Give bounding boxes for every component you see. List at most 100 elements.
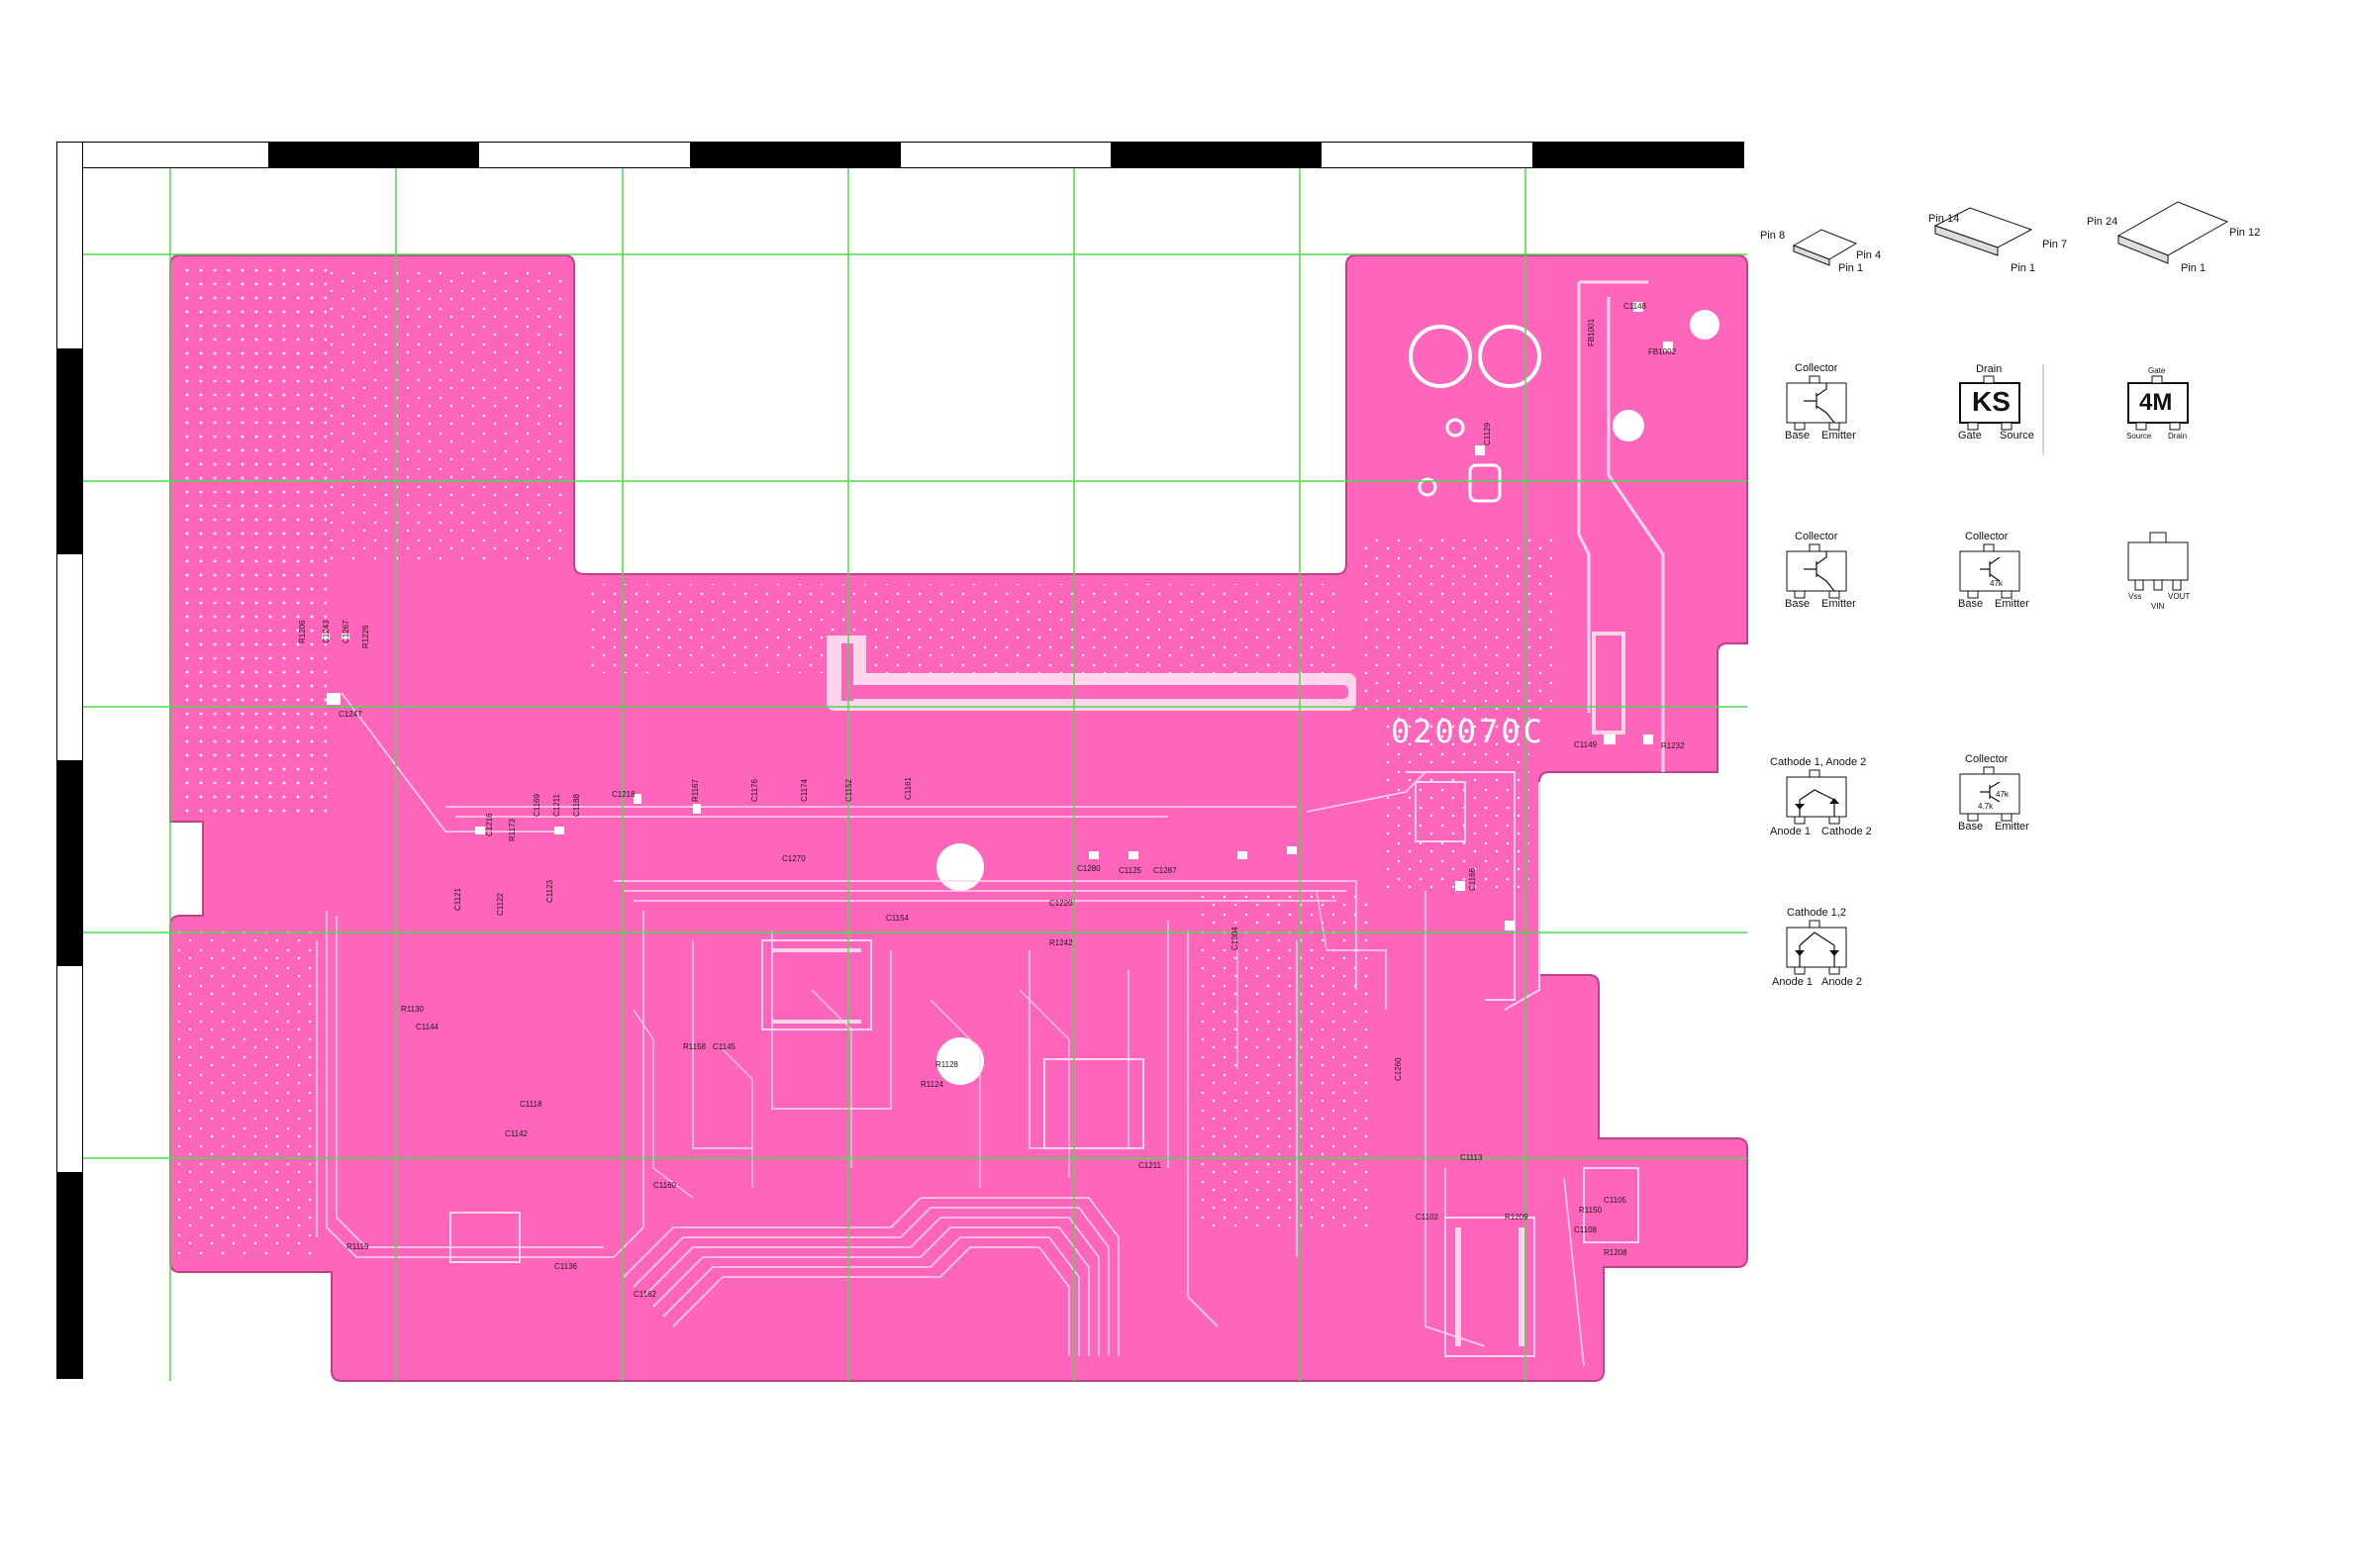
pcb-trace <box>1592 632 1625 735</box>
legend-trr-res: 47k <box>1990 579 2003 588</box>
legend-graphics <box>1786 201 2229 975</box>
refdes-c1188: C1188 <box>572 793 581 817</box>
legend-tr2-collector: Collector <box>1795 531 1838 542</box>
refdes-c1166: C1166 <box>1468 867 1477 891</box>
refdes-c1142: C1142 <box>505 1129 529 1138</box>
refdes-c1176: C1176 <box>750 778 759 802</box>
via-field <box>584 584 1336 673</box>
legend-ks-mark: KS <box>1972 386 2011 417</box>
pcb-trace <box>1504 782 1540 1011</box>
refdes-c1125: C1125 <box>1119 866 1142 875</box>
pcb-trace <box>1607 297 1665 772</box>
via-field <box>1356 535 1554 713</box>
refdes-r1173: R1173 <box>508 818 517 841</box>
mounting-hole <box>1690 310 1719 340</box>
refdes-c1113: C1113 <box>1460 1153 1483 1162</box>
refdes-labels: R1206 C1243 C1267 R1226 C1247 C1216 R117… <box>298 302 1685 1299</box>
legend-4m-source: Source <box>2126 432 2152 441</box>
refdes-c1145: C1145 <box>713 1042 737 1051</box>
legend-trrr-res2: 4.7k <box>1978 802 1994 811</box>
legend-reg-vin: VIN <box>2151 602 2165 611</box>
refdes-c1161: C1161 <box>904 776 913 800</box>
legend-symbol-lines <box>1799 364 2044 967</box>
via-field <box>1198 891 1376 1227</box>
refdes-c1243: C1243 <box>322 620 331 643</box>
legend-tr1-collector: Collector <box>1795 362 1838 374</box>
refdes-c1160: C1160 <box>653 1181 677 1190</box>
legend-so24-pin24: Pin 24 <box>2087 216 2118 228</box>
via-field <box>1381 713 1529 891</box>
refdes-c1129: C1129 <box>1483 422 1492 445</box>
via-field <box>327 267 564 564</box>
legend-so8-pin8: Pin 8 <box>1760 230 1786 242</box>
legend-so8-pin1: Pin 1 <box>1838 262 1864 274</box>
legend-tr2-emitter: Emitter <box>1821 598 1856 610</box>
legend-trr-emitter: Emitter <box>1995 598 2029 610</box>
refdes-fb1001: FB1001 <box>1587 318 1596 346</box>
legend-reg-vout: VOUT <box>2168 592 2191 601</box>
refdes-c1149: C1149 <box>1574 740 1598 749</box>
legend-cc-anode1: Anode 1 <box>1772 976 1813 988</box>
refdes-c1144: C1144 <box>416 1023 440 1031</box>
refdes-c1267: C1267 <box>342 620 350 643</box>
refdes-c1123: C1123 <box>545 879 554 903</box>
legend-ks-source: Source <box>2000 430 2034 441</box>
legend-tr2-base: Base <box>1785 598 1811 610</box>
refdes-c1169: C1169 <box>533 793 541 817</box>
refdes-r1208: R1208 <box>1604 1248 1627 1257</box>
refdes-c1108: C1108 <box>1574 1225 1598 1234</box>
refdes-c1270: C1270 <box>782 854 806 863</box>
legend-so24-pin1: Pin 1 <box>2181 262 2207 274</box>
legend-4m-drain: Drain <box>2168 432 2188 441</box>
legend-cc-top: Cathode 1,2 <box>1787 907 1846 919</box>
refdes-r1150: R1150 <box>1579 1206 1603 1215</box>
legend-ks-gate: Gate <box>1958 430 1982 441</box>
refdes-c1105: C1105 <box>1604 1196 1627 1205</box>
refdes-c1102: C1102 <box>1416 1213 1439 1222</box>
refdes-fb1002: FB1002 <box>1648 347 1677 356</box>
refdes-r1206: R1206 <box>298 620 307 643</box>
pcb-trace <box>1406 771 1516 1001</box>
legend-so14-pin14: Pin 14 <box>1928 213 1960 225</box>
refdes-r1130: R1130 <box>401 1005 425 1014</box>
legend-tr1-emitter: Emitter <box>1821 430 1856 441</box>
refdes-c1211: C1211 <box>552 793 561 817</box>
refdes-c1122: C1122 <box>496 892 505 916</box>
legend-trrr-collector: Collector <box>1965 753 2009 765</box>
refdes-r1242: R1242 <box>1049 938 1073 947</box>
refdes-c1004: C1004 <box>1230 927 1239 950</box>
refdes-c1136: C1136 <box>554 1262 578 1271</box>
legend-cc-anode2: Anode 2 <box>1821 976 1862 988</box>
legend-so24-pin12: Pin 12 <box>2229 227 2261 239</box>
refdes-r1209: R1209 <box>1505 1213 1528 1222</box>
legend-tr1-base: Base <box>1785 430 1811 441</box>
jack-ring <box>1409 325 1472 388</box>
refdes-c1154: C1154 <box>886 914 910 923</box>
legend-so14-pin1: Pin 1 <box>2011 262 2036 274</box>
refdes-c1148: C1148 <box>1623 302 1647 311</box>
ic-footprint <box>449 781 1639 1357</box>
refdes-r1128: R1128 <box>935 1060 959 1069</box>
refdes-c1218: C1218 <box>612 790 636 799</box>
legend-ks-drain: Drain <box>1976 363 2003 375</box>
jack-ring <box>1478 325 1541 388</box>
mounting-hole <box>1418 477 1437 497</box>
legend-4m-mark: 4M <box>2139 389 2173 416</box>
legend-dd-top: Cathode 1, Anode 2 <box>1770 756 1867 768</box>
via-field <box>178 267 327 822</box>
legend-trrr-base: Base <box>1958 821 1984 833</box>
refdes-c1152: C1152 <box>844 778 853 802</box>
smd-pads <box>322 302 1673 931</box>
pad <box>1468 463 1502 503</box>
legend-reg-vss: Vss <box>2128 592 2142 601</box>
refdes-c1162: C1162 <box>634 1290 657 1299</box>
refdes-c1287: C1287 <box>1153 866 1177 875</box>
board-slot-inner <box>841 685 1348 699</box>
refdes-c1211b: C1211 <box>1138 1161 1162 1170</box>
legend-so14-pin7: Pin 7 <box>2042 239 2068 250</box>
refdes-r1124: R1124 <box>921 1080 944 1089</box>
legend-trrr-res1: 47k <box>1996 790 2009 799</box>
refdes-c1216: C1216 <box>485 813 494 836</box>
legend-4m-gate: Gate <box>2148 366 2166 375</box>
